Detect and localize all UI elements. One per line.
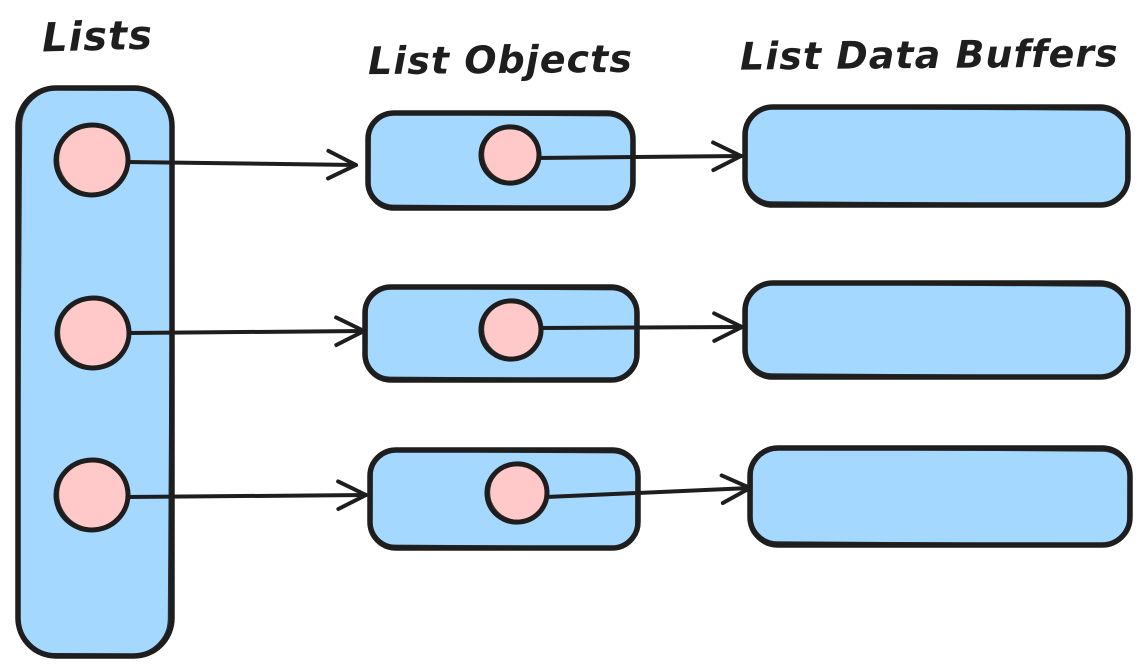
list-pointer-2-sketch-stroke xyxy=(58,296,130,368)
list-data-buffer-box-3 xyxy=(747,445,1133,548)
list-object-box-1-sketch-stroke xyxy=(368,112,633,209)
arrow-list1-to-object1-head xyxy=(326,148,358,181)
list-data-buffer-box-3-sketch-stroke xyxy=(750,447,1130,546)
arrow-object1-to-buffer1-head xyxy=(711,140,743,173)
list-data-buffer-box-2-sketch-stroke xyxy=(745,282,1128,378)
arrow-object3-to-buffer3-head xyxy=(719,473,752,505)
object-pointer-1-sketch-stroke xyxy=(482,125,540,183)
list-pointer-1-sketch-stroke xyxy=(57,123,129,195)
list-object-box-2-sketch-stroke xyxy=(365,286,637,381)
arrow-object2-to-buffer2-head xyxy=(712,311,744,343)
arrow-list1-to-object1 xyxy=(124,160,358,167)
list-pointer-3-sketch-stroke xyxy=(57,458,129,530)
list-data-buffer-box-1 xyxy=(742,104,1131,208)
arrow-object2-to-buffer2 xyxy=(538,325,744,330)
arrow-object1-to-buffer1 xyxy=(534,154,743,160)
lists-container xyxy=(15,85,175,659)
object-pointer-3-sketch-stroke xyxy=(488,462,548,522)
list-data-buffer-box-2 xyxy=(742,280,1131,380)
list-data-buffer-box-1-sketch-stroke xyxy=(745,106,1128,206)
arrow-object3-to-buffer3 xyxy=(544,486,752,499)
object-pointer-2-sketch-stroke xyxy=(482,299,542,359)
arrow-list2-to-object2-head xyxy=(334,315,366,347)
arrow-list2-to-object2 xyxy=(128,329,366,335)
arrow-list3-to-object3 xyxy=(126,493,368,499)
arrow-list3-to-object3-head xyxy=(336,479,368,511)
list-object-box-3-sketch-stroke xyxy=(370,449,638,549)
lists-container-sketch-stroke xyxy=(16,88,174,656)
